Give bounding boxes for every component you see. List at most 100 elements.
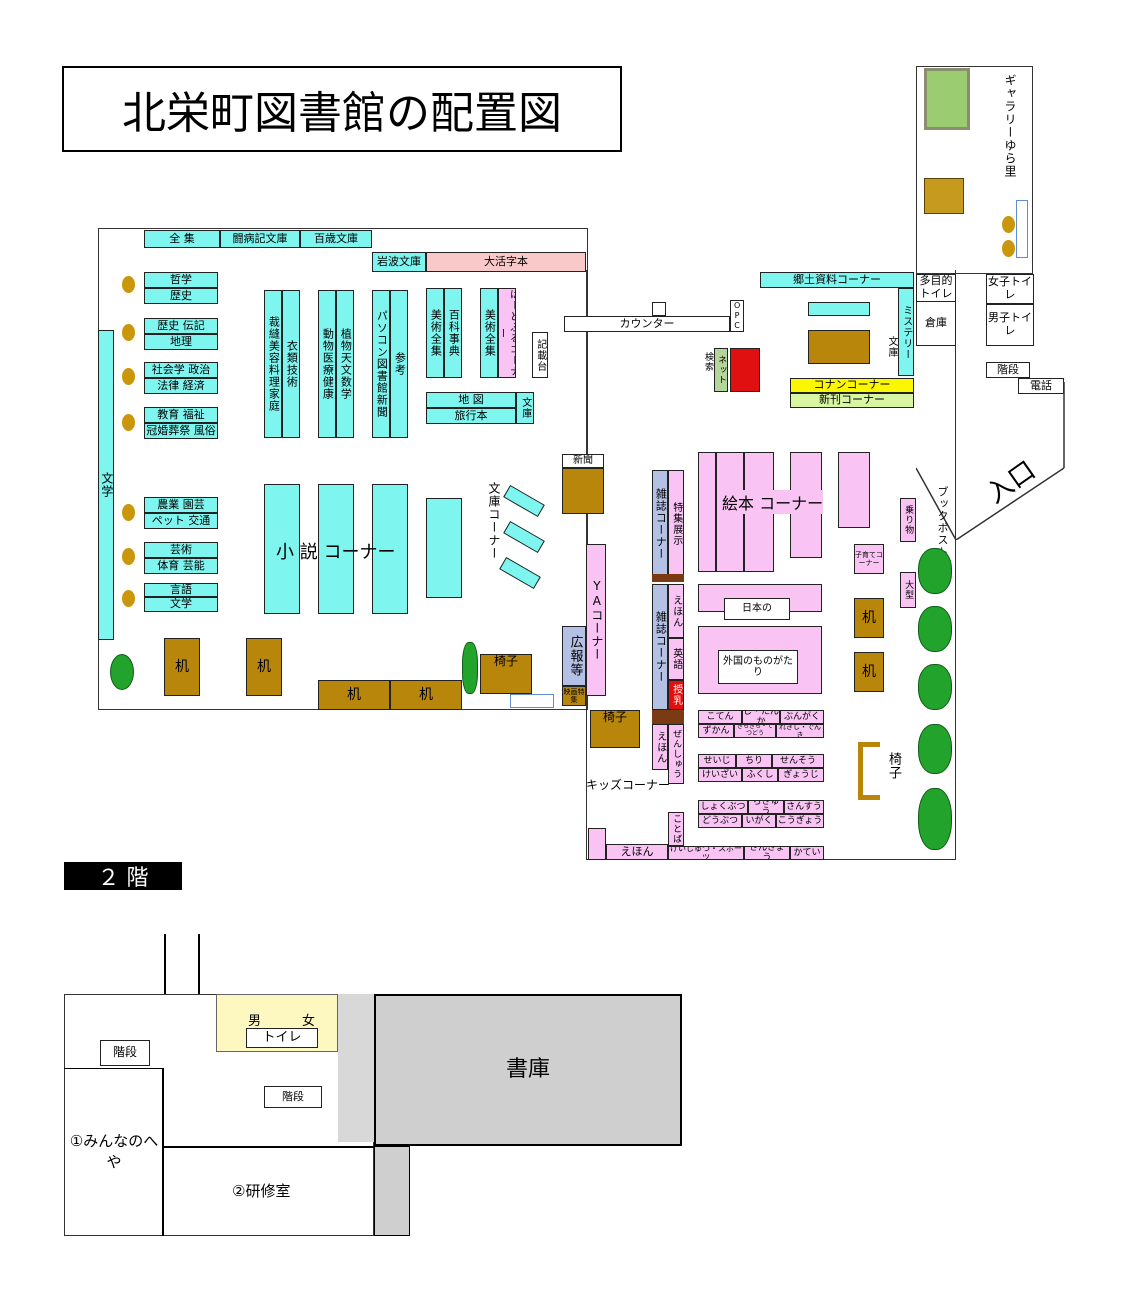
counter-post	[652, 302, 666, 316]
newspaper-rack	[562, 468, 604, 514]
shelf-row: さんぎょう	[744, 846, 790, 860]
stool-icon	[122, 548, 135, 565]
shelf-tokushu: 特集展示	[668, 470, 684, 578]
tree-icon	[918, 606, 952, 652]
storage-room: 書庫	[374, 994, 682, 1146]
floor2-stairs-2: 階段	[264, 1086, 322, 1108]
page-title: 北栄町図書館の配置図	[62, 66, 622, 152]
shelf-ehon-1	[698, 452, 716, 572]
shelf-row: ちきゅう	[748, 800, 784, 814]
floor2-corridor	[164, 934, 200, 994]
mens-toilet: 男子トイレ	[986, 304, 1034, 346]
shelf-hearful: はーとふるコーナー	[498, 288, 516, 378]
shelf-row: ぎょうじ	[778, 768, 824, 782]
tree-icon	[918, 788, 952, 850]
shelf-pet: ペット 交通	[144, 513, 218, 529]
shelf-row: ずかん	[698, 724, 734, 738]
shelf-geijutsu: 芸術	[144, 542, 218, 558]
shelf-row: ぶんがく	[780, 710, 824, 724]
shelf-bijutsu-2: 美術全集	[480, 288, 498, 378]
storage-strip	[374, 1146, 410, 1236]
shelf-row: かてい	[790, 846, 824, 860]
shelf-row: げいじゅつ・スポーツ	[668, 846, 744, 860]
shelf-gengo: 言語	[144, 583, 218, 597]
bunko-corner-label: 文庫コーナー	[487, 482, 501, 560]
bunko-label-2: 文庫	[886, 336, 897, 358]
gallery-table	[924, 178, 964, 214]
plant-icon	[110, 654, 134, 690]
room-minna-label: ①みんなのへや	[69, 1132, 159, 1171]
phone: 電話	[1018, 378, 1064, 394]
shelf-rekishi: 歴史	[144, 288, 218, 304]
shelf-daikatsuji: 大活字本	[426, 252, 586, 272]
room-kenshu-label: ②研修室	[232, 1182, 291, 1200]
kyodo-desk	[808, 330, 870, 364]
search-terminal	[730, 348, 760, 392]
shelf-row: きらきら・てつどう	[734, 724, 776, 738]
stairs: 階段	[986, 362, 1030, 378]
opc-terminal: OPC	[730, 300, 744, 332]
net-terminal: ネット	[714, 348, 728, 392]
counter: カウンター	[564, 316, 730, 332]
label-gaikoku: 外国のものがたり	[718, 650, 798, 684]
shelf-row: ふくし	[742, 768, 778, 782]
gallery-bench	[1016, 200, 1028, 258]
shelf-row: せんそう	[772, 754, 824, 768]
desk: 机	[854, 598, 884, 638]
shelf-kyouiku: 教育 福祉	[144, 407, 218, 423]
shelf-rekishi-denki: 歴史 伝記	[144, 318, 218, 334]
divider	[652, 710, 684, 724]
plant-icon	[462, 642, 478, 694]
stool-icon	[1002, 240, 1015, 257]
gallery-room	[916, 66, 1033, 274]
chair-label: 椅子	[886, 752, 901, 780]
gallery-label: ギャラリーゆら里	[1003, 74, 1017, 178]
shelf-bunko-small: 文庫	[516, 392, 534, 424]
shelf-novel-1	[264, 484, 300, 614]
shelf-row: しょくぶつ	[698, 800, 748, 814]
shelf-row: さんすう	[784, 800, 824, 814]
shelf-ogata: 大型	[900, 572, 916, 608]
toilet-label: トイレ	[246, 1028, 318, 1048]
book-post: ブックポスト	[936, 486, 949, 558]
shelf-hyakusai: 百歳文庫	[300, 230, 372, 248]
shelf-toubyouki: 闘病記文庫	[220, 230, 300, 248]
shelf-iwanami: 岩波文庫	[372, 252, 426, 272]
shelf-row: れきし・でんき	[776, 724, 824, 738]
shelf-taiiku: 体育 芸能	[144, 558, 218, 574]
shelf-shakai: 社会学 政治	[144, 362, 218, 378]
toilet-male: 男	[248, 1014, 262, 1029]
shelf-chiri: 地理	[144, 334, 218, 350]
stool-icon	[122, 590, 135, 607]
label-nihon: 日本の	[724, 598, 790, 620]
shelf-bijutsu-1: 美術全集	[426, 288, 444, 378]
multipurpose-toilet: 多目的トイレ	[916, 274, 956, 302]
shelf-row: ちり	[736, 754, 772, 768]
storage: 倉庫	[916, 302, 956, 346]
shelf-hyakka: 百科事典	[444, 288, 462, 378]
shelf-conan: コナンコーナー	[790, 378, 914, 393]
shelf-ya: YAコーナー	[586, 544, 606, 696]
shelf-kankon: 冠婚葬祭 風俗	[144, 423, 218, 439]
shelf-saihou: 裁縫美容料理家庭	[264, 290, 282, 438]
shelf-row: こうぎょう	[776, 814, 824, 828]
shelf-eiga: 映画特集	[562, 686, 586, 706]
newspaper-label: 新聞	[562, 454, 604, 468]
stool-icon	[122, 504, 135, 521]
nursing-room: 授乳	[668, 680, 684, 710]
room-minna	[64, 1068, 164, 1236]
tree-icon	[918, 724, 952, 774]
shelf-shinkan: 新刊コーナー	[790, 393, 914, 408]
toilet-female: 女	[302, 1014, 316, 1029]
shelf-row: せいじ	[698, 754, 736, 768]
shelf-row: いがく	[742, 814, 776, 828]
stool-icon	[122, 368, 135, 385]
shelf-ryokou: 旅行本	[426, 408, 516, 424]
shelf-norimono: 乗り物	[900, 498, 916, 542]
chair: 椅子	[480, 654, 532, 694]
desk: 机	[318, 680, 390, 710]
shelf-kyodo: 郷土資料コーナー	[760, 272, 914, 288]
shelf-novel-3	[372, 484, 408, 614]
entrance-walls	[916, 382, 1065, 540]
picture-book-label: 絵本 コーナー	[722, 490, 824, 514]
